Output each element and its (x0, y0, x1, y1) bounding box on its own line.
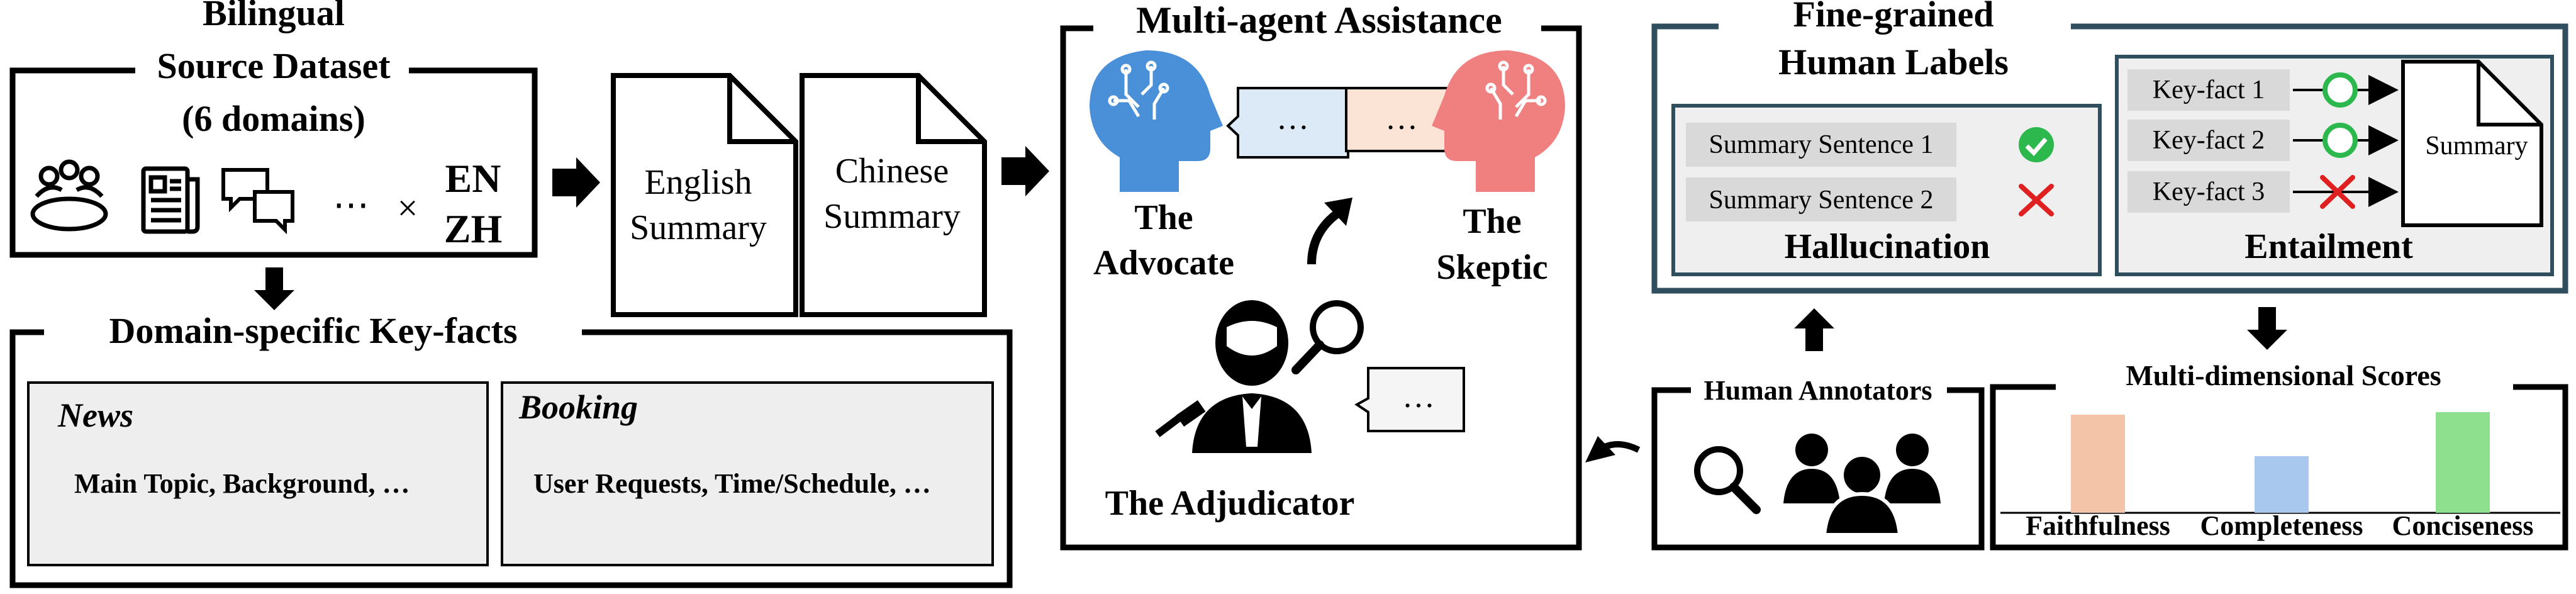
keyfact-chip (2127, 120, 2290, 161)
keyfacts-title: Domain-specific Key-facts (109, 310, 517, 351)
keyfacts-domain-name: Booking (518, 388, 638, 426)
labels-to-scores-arrow (2247, 307, 2287, 350)
source-ellipsis: ⋯ (333, 184, 369, 225)
circle-icon (2322, 123, 2358, 158)
times-symbol: × (398, 188, 418, 228)
skeptic-speech-bubble: … (1345, 87, 1468, 152)
score-bar-conciseness (2436, 412, 2490, 513)
advocate-label-line1: The (1134, 198, 1193, 237)
advocate-head-icon (1090, 50, 1223, 192)
entail-arrow (2293, 72, 2399, 108)
skeptic-label-line1: The (1463, 202, 1521, 241)
keyfacts-domain-name: News (57, 396, 133, 434)
scores-panel: Multi-dimensional Scores Faithfulness Co… (1990, 359, 2568, 551)
entailment-summary-label: Summary (2425, 132, 2528, 160)
sentence-chip (1686, 177, 1956, 221)
human-labels-panel: Fine-grained Human Labels Summary Senten… (1651, 0, 2568, 294)
chinese-summary-doc: Chinese Summary (800, 73, 987, 317)
score-category-label: Conciseness (2392, 510, 2534, 541)
source-to-keyfacts-arrow (254, 267, 294, 310)
keyfacts-panel: Domain-specific Key-facts News Main Topi… (9, 310, 1013, 588)
check-icon (2019, 127, 2054, 162)
cross-icon (2320, 175, 2355, 209)
source-title-line1: Bilingual (203, 0, 345, 33)
keyfacts-domain-items: Main Topic, Background, … (74, 468, 410, 499)
hallucination-sentence: Summary Sentence 1 (1709, 130, 1934, 159)
skeptic-bubble-text: … (1385, 101, 1418, 137)
magnifier-icon (1291, 300, 1364, 374)
skeptic-head-icon (1432, 50, 1565, 192)
annotators-to-labels-arrow (1794, 308, 1834, 351)
score-category-label: Completeness (2200, 510, 2363, 541)
annotators-to-adjudicator-arrow (1585, 436, 1641, 462)
meeting-icon (30, 159, 108, 232)
language-zh: ZH (444, 206, 502, 251)
source-to-summary-arrow (552, 157, 600, 208)
adjudicator-label: The Adjudicator (1105, 484, 1355, 523)
entailment-summary-doc: Summary (2401, 60, 2543, 227)
chinese-summary-line1: Chinese (835, 152, 949, 191)
keyfact-label: Key-fact 2 (2153, 126, 2265, 155)
english-summary-line2: Summary (630, 208, 767, 247)
score-bar-faithfulness (2071, 415, 2125, 513)
english-summary-line1: English (644, 163, 752, 202)
keyfact-chip (2127, 69, 2290, 111)
score-bars (2071, 412, 2490, 513)
newspaper-icon (141, 166, 200, 234)
score-category-label: Faithfulness (2026, 510, 2170, 541)
keyfact-label: Key-fact 3 (2153, 177, 2265, 206)
keyfacts-domain-card-news (27, 381, 489, 566)
chinese-summary-line2: Summary (823, 197, 961, 236)
dialogue-icon (221, 168, 294, 235)
multiagent-panel: Multi-agent Assistance The Advocate … … (1060, 0, 1582, 551)
score-bar-completeness (2255, 456, 2309, 513)
labels-title-line2: Human Labels (1778, 42, 2009, 82)
entail-arrow (2293, 123, 2399, 158)
language-en: EN (445, 156, 501, 201)
entail-arrow (2293, 175, 2399, 209)
source-title-line2: Source Dataset (157, 45, 391, 86)
advocate-label-line2: Advocate (1093, 244, 1234, 283)
skeptic-label-line2: Skeptic (1436, 248, 1547, 287)
labels-title-line1: Fine-grained (1793, 0, 1994, 35)
multiagent-title: Multi-agent Assistance (1136, 0, 1502, 41)
adjudicator-bubble-text: … (1402, 379, 1435, 415)
cross-icon (2019, 184, 2054, 216)
summary-to-multiagent-arrow (1001, 146, 1049, 196)
source-dataset-panel: Bilingual Source Dataset (6 domains) (9, 0, 538, 258)
circle-icon (2322, 72, 2358, 108)
scores-title: Multi-dimensional Scores (2126, 359, 2441, 391)
advocate-speech-bubble: … (1226, 87, 1349, 159)
people-group-icon (1783, 434, 1941, 537)
keyfact-label: Key-fact 1 (2153, 76, 2265, 104)
advocate-bubble-text: … (1276, 101, 1309, 137)
hallucination-sentence: Summary Sentence 2 (1709, 186, 1934, 215)
entailment-title: Entailment (2244, 227, 2413, 266)
annotators-title: Human Annotators (1703, 375, 1932, 406)
source-title-line3: (6 domains) (182, 98, 365, 139)
curved-up-arrow-icon (1307, 198, 1352, 265)
hallucination-title: Hallucination (1785, 227, 1990, 266)
keyfacts-domain-items: User Requests, Time/Schedule, … (533, 468, 931, 499)
english-summary-doc: English Summary (611, 73, 798, 317)
keyfacts-domain-card-booking (501, 381, 994, 566)
keyfact-chip (2127, 171, 2290, 213)
sentence-chip (1686, 123, 1956, 167)
magnifier-icon (1694, 446, 1761, 514)
adjudicator-judge-icon (1155, 300, 1312, 453)
adjudicator-speech-bubble: … (1354, 367, 1465, 432)
annotators-panel: Human Annotators (1651, 375, 1985, 551)
